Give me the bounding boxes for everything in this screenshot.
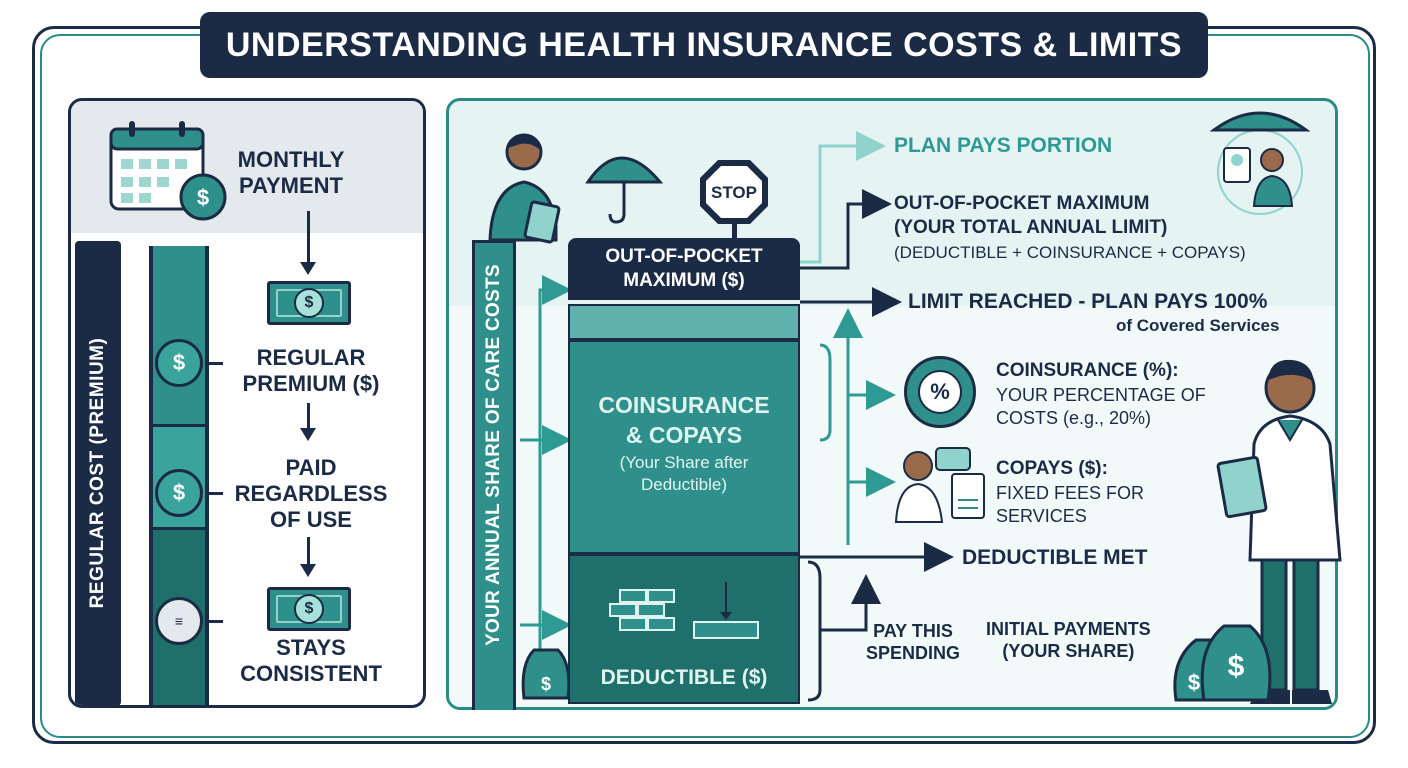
calendar-icon: $ bbox=[109, 121, 227, 221]
copays-description: FIXED FEES FOR SERVICES bbox=[996, 483, 1145, 526]
person-tablet-icon bbox=[488, 133, 561, 244]
arrow-down bbox=[300, 537, 316, 577]
percent-icon: % bbox=[904, 356, 976, 428]
premium-dollar-icon: $ bbox=[155, 339, 203, 387]
svg-text:$: $ bbox=[197, 185, 209, 210]
arrow-down bbox=[300, 211, 316, 275]
stays-consistent-label: STAYS CONSISTENT bbox=[240, 635, 382, 686]
connector-tick bbox=[209, 362, 223, 365]
svg-text:STOP: STOP bbox=[711, 183, 757, 202]
pay-this-spending-label: PAY THIS SPENDING bbox=[866, 621, 961, 663]
premium-panel: REGULAR COST (PREMIUM) $ $ ≡ $ MONTHLY P… bbox=[68, 98, 426, 708]
annual-share-band bbox=[472, 240, 516, 710]
coinsurance-label: COINSURANCE (%): bbox=[996, 360, 1179, 381]
oop-max-title: OUT-OF-POCKET MAXIMUM (YOUR TOTAL ANNUAL… bbox=[894, 193, 1168, 238]
bricks-icon bbox=[609, 582, 759, 639]
limit-reached-sub: of Covered Services bbox=[1116, 316, 1280, 335]
svg-text:$: $ bbox=[1188, 670, 1200, 695]
money-bag-icon: $ bbox=[155, 469, 203, 517]
cash-bill-icon: $ bbox=[267, 281, 351, 325]
copays-label: COPAYS ($): bbox=[996, 458, 1108, 479]
oop-max-formula: (DEDUCTIBLE + COINSURANCE + COPAYS) bbox=[894, 243, 1246, 262]
insured-person-umbrella-icon bbox=[1209, 111, 1311, 215]
premium-side-bar bbox=[75, 241, 121, 705]
deductible-block: DEDUCTIBLE ($) bbox=[568, 554, 800, 704]
money-bag-small-icon: $ bbox=[521, 648, 571, 700]
title-banner: UNDERSTANDING HEALTH INSURANCE COSTS & L… bbox=[200, 12, 1208, 78]
receipt-icon: ≡ bbox=[155, 597, 203, 645]
monthly-payment-label: MONTHLY PAYMENT bbox=[237, 147, 345, 198]
stop-sign-icon: STOP bbox=[700, 160, 768, 238]
connector-tick bbox=[209, 620, 223, 623]
doctor-copay-icon bbox=[894, 447, 985, 523]
regular-premium-label: REGULAR PREMIUM ($) bbox=[242, 345, 380, 396]
svg-text:$: $ bbox=[1228, 650, 1245, 683]
paid-regardless-label: PAID REGARDLESS OF USE bbox=[234, 455, 388, 532]
umbrella-icon bbox=[585, 156, 664, 224]
plan-pays-portion-label: PLAN PAYS PORTION bbox=[894, 134, 1113, 157]
connector-tick bbox=[209, 492, 223, 495]
coinsurance-copays-title: COINSURANCE & COPAYS bbox=[598, 392, 770, 448]
deductible-met-label: DEDUCTIBLE MET bbox=[962, 546, 1148, 569]
limit-reached-label: LIMIT REACHED - PLAN PAYS 100% bbox=[908, 290, 1268, 313]
svg-text:$: $ bbox=[541, 674, 551, 694]
page-title: UNDERSTANDING HEALTH INSURANCE COSTS & L… bbox=[225, 25, 1183, 64]
deductible-label: DEDUCTIBLE ($) bbox=[600, 666, 768, 689]
plan-share-block bbox=[568, 304, 800, 340]
coinsurance-description: YOUR PERCENTAGE OF COSTS (e.g., 20%) bbox=[996, 385, 1206, 428]
coinsurance-copays-block: COINSURANCE & COPAYS (Your Share after D… bbox=[568, 340, 800, 554]
initial-payments-label: INITIAL PAYMENTS (YOUR SHARE) bbox=[986, 619, 1151, 661]
oop-max-block: OUT-OF-POCKET MAXIMUM ($) bbox=[568, 238, 800, 300]
arrow-down bbox=[300, 403, 316, 441]
money-bags-icon: $ $ bbox=[1173, 624, 1272, 702]
cash-bill-icon: $ bbox=[267, 587, 351, 631]
coinsurance-copays-subtitle: (Your Share after Deductible) bbox=[619, 453, 749, 494]
